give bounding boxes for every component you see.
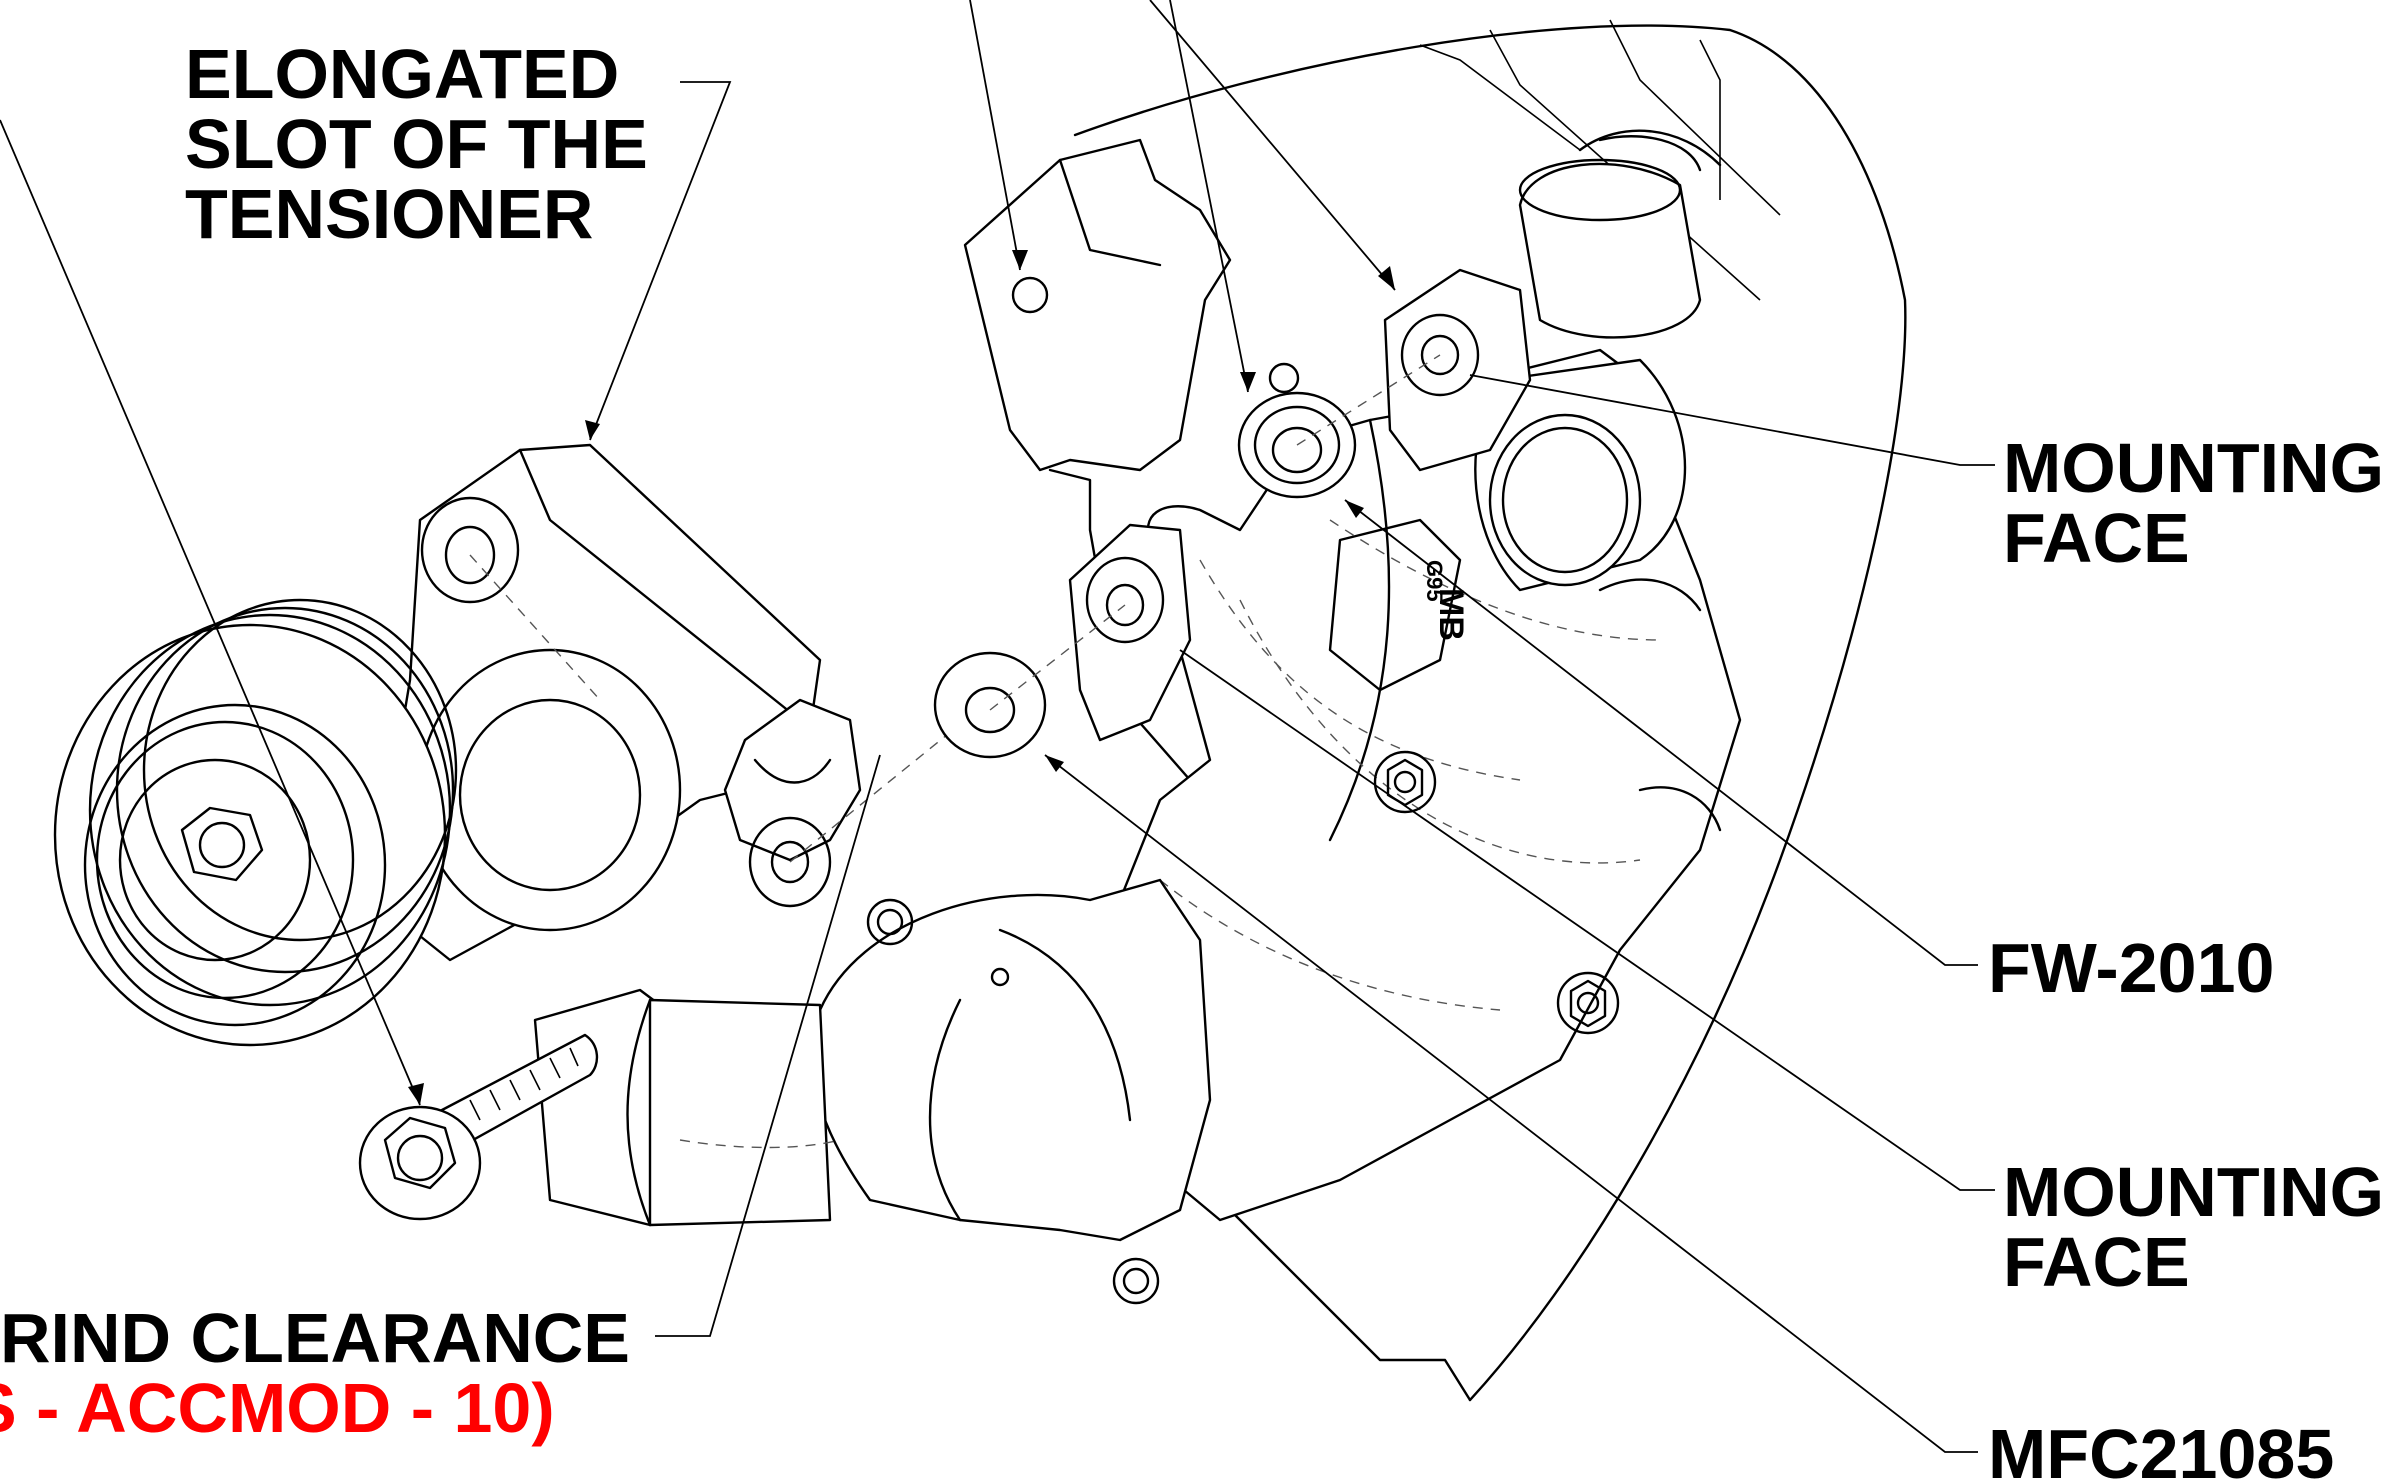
callout-accmod-reference: S - ACCMOD - 10) <box>0 1369 555 1447</box>
callout-mounting-face-upper: MOUNTING FACE <box>2003 429 2384 577</box>
elongated-slot-line-3: TENSIONER <box>185 175 593 253</box>
mounting-face-lower-line-1: MOUNTING <box>2003 1153 2384 1231</box>
pulley-center-bolt <box>180 806 264 882</box>
neck-bolt-hole-2 <box>866 898 914 946</box>
washer-lower <box>933 651 1047 759</box>
part-stamp: G95 <box>1422 560 1447 602</box>
callout-grind-clearance: RIND CLEARANCE <box>0 1299 630 1377</box>
water-housing: G95 MB <box>811 129 1742 1305</box>
neck-bolt-hole <box>1112 1257 1160 1305</box>
mounting-face-upper-boss <box>1400 313 1480 397</box>
elongated-slot-line-2: SLOT OF THE <box>185 105 648 183</box>
callout-mfc21085: MFC21085 <box>1988 1415 2334 1479</box>
hose-sleeve <box>533 988 841 1227</box>
bracket-hole <box>1011 276 1049 314</box>
housing-bolt-outer <box>1373 750 1437 814</box>
mounting-face-lower-line-2: FACE <box>2003 1223 2190 1301</box>
tensioner-body <box>388 443 991 962</box>
tensioner-bolt <box>358 1033 599 1221</box>
housing-bolt-lower <box>1556 971 1620 1035</box>
mounting-face-upper-line-1: MOUNTING <box>2003 429 2384 507</box>
callout-mounting-face-lower: MOUNTING FACE <box>2003 1153 2384 1301</box>
part-logo: MB <box>1432 588 1470 641</box>
mounting-face-upper-line-2: FACE <box>2003 499 2190 577</box>
elongated-slot-line-1: ELONGATED <box>185 35 619 113</box>
tensioner-mount-ear <box>420 496 520 604</box>
outlet-tube-end <box>1488 413 1642 587</box>
callout-elongated-slot: ELONGATED SLOT OF THE TENSIONER <box>185 35 648 253</box>
leader-lines <box>0 0 1995 1453</box>
callout-fw-2010: FW-2010 <box>1988 929 2274 1007</box>
tensioner-pulley <box>53 598 458 1047</box>
mounting-face-lower-boss <box>1085 556 1165 644</box>
elongated-slot <box>770 840 810 884</box>
mounting-bosses <box>989 268 1532 742</box>
